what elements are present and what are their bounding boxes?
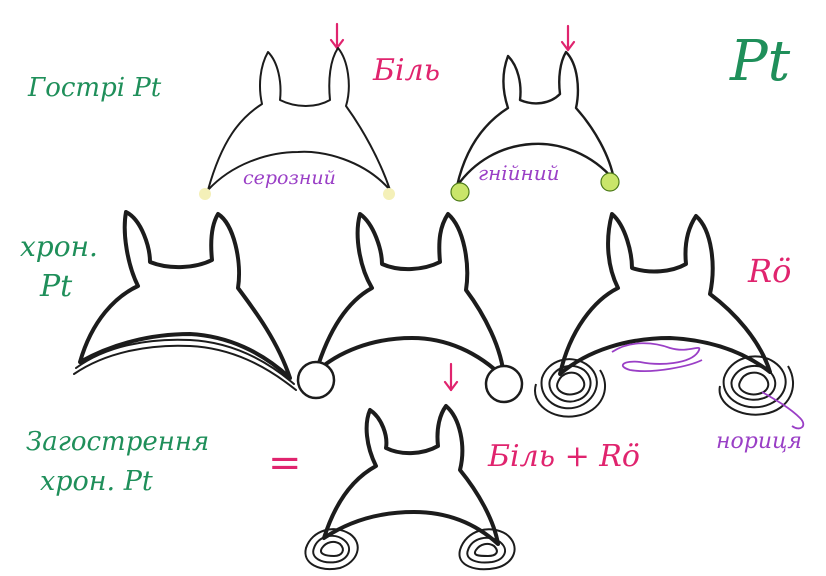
chronic-row-label-line1: хрон. [20, 230, 98, 263]
equals-sign: = [268, 440, 302, 486]
xray-annotation-chronic: Rö [747, 252, 791, 290]
serous-annotation: серозний [243, 167, 336, 189]
chronic-granuloma-tooth [298, 214, 522, 402]
chronic-fistula-tooth [535, 214, 803, 428]
fistula-annotation: нориця [716, 429, 802, 454]
chronic-row-label-line2: Pt [39, 269, 73, 304]
exacerbation-tooth [305, 406, 514, 569]
purulent-annotation: гнійний [478, 161, 560, 185]
bone-rarefaction-lesion [305, 529, 357, 569]
down-arrow-icon [331, 24, 343, 48]
serous-exudate-marker [383, 188, 395, 200]
diagram-title: Pt [729, 29, 791, 94]
pain-plus-xray-annotation: Біль + Rö [487, 439, 640, 474]
serous-exudate-marker [199, 188, 211, 200]
purulent-exudate-marker [601, 173, 619, 191]
exacerbation-row-label-line2: хрон. Pt [40, 466, 153, 497]
fistula-tract [762, 392, 803, 428]
exacerbation-row-label-line1: Загострення [26, 427, 209, 457]
granuloma-circle [298, 362, 334, 398]
acute-row-label: Гострі Pt [27, 73, 162, 103]
purulent-exudate-marker [451, 183, 469, 201]
down-arrow-icon [445, 364, 457, 390]
chronic-widened-ligament-tooth [74, 212, 296, 390]
granuloma-circle [486, 366, 522, 402]
bone-rarefaction-lesion [720, 356, 793, 414]
down-arrow-icon [562, 26, 574, 50]
pain-annotation: Біль [372, 53, 440, 88]
fistula-tract [612, 343, 702, 371]
